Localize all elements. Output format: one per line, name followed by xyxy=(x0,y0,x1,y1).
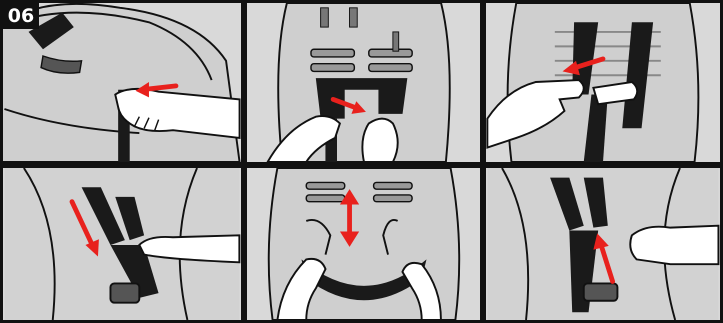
step-number-badge: 06 xyxy=(3,3,39,29)
panel-6 xyxy=(483,165,723,323)
panel-2-illustration xyxy=(247,3,480,162)
panel-5 xyxy=(244,165,483,323)
panel-1: 06 xyxy=(0,0,244,165)
panel-3-illustration xyxy=(486,3,720,162)
panel-3 xyxy=(483,0,723,165)
buckle-icon xyxy=(584,283,618,300)
panel-5-illustration xyxy=(247,168,480,320)
panel-4 xyxy=(0,165,244,323)
buckle-icon xyxy=(110,283,139,302)
panel-2 xyxy=(244,0,483,165)
panel-4-illustration xyxy=(3,168,241,320)
panel-6-illustration xyxy=(486,168,720,320)
hand-icon xyxy=(630,226,718,264)
